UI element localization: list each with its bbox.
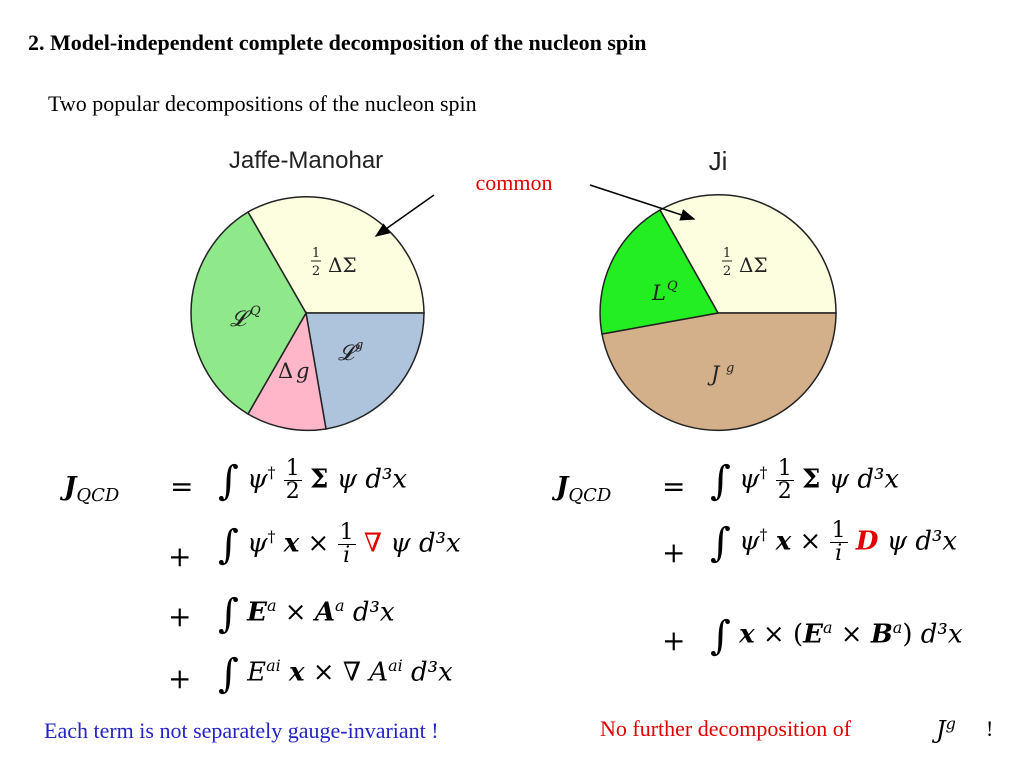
label-half-delta-sigma: 1 2 ΔΣ [311, 246, 357, 279]
ji-labels: 1 2 ΔΣ L Q J g [651, 246, 768, 386]
svg-text:Q: Q [250, 304, 261, 319]
svg-text:2: 2 [723, 264, 731, 279]
svg-text:Δ: Δ [278, 359, 293, 383]
svg-text:g: g [726, 361, 734, 376]
ji-equation-lhs: JQCD [556, 472, 612, 507]
ji-label-jg: J g [707, 361, 734, 386]
svg-text:g: g [296, 359, 309, 383]
svg-text:g: g [355, 338, 363, 353]
ji-slice-jg [601, 312, 837, 432]
jg-symbol: Jg [936, 714, 956, 744]
svg-text:ΔΣ: ΔΣ [739, 253, 768, 277]
pie-slice-lq [190, 210, 307, 416]
svg-text:ΔΣ: ΔΣ [328, 253, 357, 277]
common-callout: common [476, 170, 553, 195]
callout-arrow-right [589, 184, 696, 221]
jaffe-manohar-pie [190, 196, 425, 432]
gauge-invariance-note: Each term is not separately gauge-invari… [44, 718, 439, 743]
ji-label-lq: L Q [651, 279, 678, 305]
ji-title: Ji [709, 146, 728, 176]
jm-plus-1: + [168, 540, 192, 573]
pie-slice-lg [305, 312, 425, 430]
ji-plus-1: + [662, 536, 686, 569]
jm-equation-lhs: JQCD [64, 472, 120, 507]
svg-text:2: 2 [312, 264, 320, 279]
exclamation-mark: ! [986, 716, 994, 741]
svg-text:1: 1 [723, 246, 731, 261]
jm-plus-3: + [168, 662, 192, 695]
jaffe-manohar-title: Jaffe-Manohar [229, 147, 383, 174]
jm-equals-sign: = [170, 470, 194, 503]
ji-slice-delta-sigma [658, 194, 837, 314]
label-delta-g: Δ g [278, 359, 309, 383]
slide-subheading: Two popular decompositions of the nucleo… [48, 91, 477, 116]
ji-term-3: ∫ x × (Ea × Ba) d³x [710, 612, 963, 659]
callout-arrow-left [374, 194, 435, 237]
ji-label-half-delta-sigma: 1 2 ΔΣ [722, 246, 768, 279]
slide-heading: 2. Model-independent complete decomposit… [28, 30, 647, 55]
ji-slice-lq [599, 208, 720, 335]
jm-term-3: ∫ Ea × Aa d³x [218, 590, 395, 637]
svg-text:L: L [651, 281, 666, 305]
svg-text:Q: Q [667, 279, 678, 294]
svg-text:1: 1 [312, 246, 320, 261]
svg-text:J: J [707, 362, 721, 386]
jm-plus-2: + [168, 600, 192, 633]
no-further-decomposition-note: No further decomposition of [600, 716, 852, 741]
ji-plus-2: + [662, 624, 686, 657]
jm-term-4: ∫ Eai x × ∇ Aai d³x [218, 650, 453, 697]
ji-equals-sign: = [662, 470, 686, 503]
pie-slice-delta-g [246, 310, 327, 432]
ji-pie [599, 194, 837, 432]
